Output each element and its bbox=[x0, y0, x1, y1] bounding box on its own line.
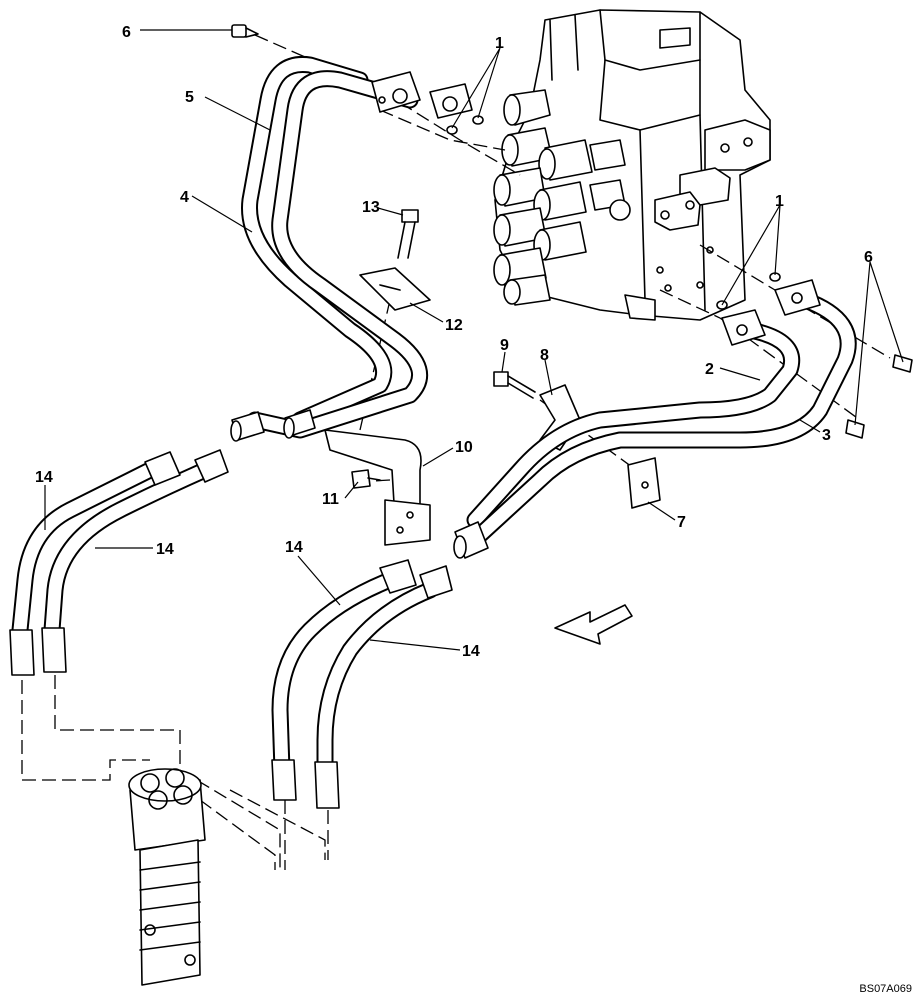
callout-6-top: 6 bbox=[122, 24, 131, 41]
control-valve-assembly bbox=[493, 9, 771, 321]
bolt-11 bbox=[351, 469, 381, 489]
callout-14-a: 14 bbox=[35, 469, 53, 486]
leader-lines bbox=[44, 29, 904, 651]
callout-4: 4 bbox=[180, 189, 189, 206]
plate-7 bbox=[627, 457, 661, 509]
callout-1-right: 1 bbox=[775, 193, 784, 210]
callout-10: 10 bbox=[455, 439, 473, 456]
callout-8: 8 bbox=[540, 347, 549, 364]
callout-14-b: 14 bbox=[156, 541, 174, 558]
bolt-9 bbox=[493, 371, 536, 399]
callout-11: 11 bbox=[322, 491, 339, 508]
callout-2: 2 bbox=[705, 361, 714, 378]
front-direction-arrow bbox=[554, 604, 633, 645]
bolt-6-top bbox=[231, 24, 259, 38]
hoses-14 bbox=[9, 449, 453, 809]
bracket-10 bbox=[324, 429, 431, 546]
callout-1-top: 1 bbox=[495, 35, 504, 52]
swivel-joint bbox=[128, 768, 206, 986]
tube-4-5 bbox=[230, 55, 428, 442]
callout-14-c: 14 bbox=[285, 539, 303, 556]
drawing-reference: BS07A069 bbox=[859, 983, 912, 995]
callout-7: 7 bbox=[677, 514, 686, 531]
bolts-6-right bbox=[845, 354, 913, 439]
flange-pair-top bbox=[371, 71, 484, 135]
callout-12: 12 bbox=[445, 317, 463, 334]
tube-2-3 bbox=[453, 291, 857, 559]
callout-3: 3 bbox=[822, 427, 831, 444]
bolt-13 bbox=[397, 209, 419, 259]
clamp-12 bbox=[359, 267, 431, 311]
callout-14-d: 14 bbox=[462, 643, 480, 660]
callout-9: 9 bbox=[500, 337, 509, 354]
flange-pair-right bbox=[716, 272, 821, 346]
callout-13: 13 bbox=[362, 199, 380, 216]
callout-5: 5 bbox=[185, 89, 194, 106]
spool-caps bbox=[493, 89, 656, 321]
callout-labels: 6 1 5 4 13 12 1 6 2 3 9 8 10 11 7 14 14 … bbox=[35, 24, 873, 660]
callout-6-right: 6 bbox=[864, 249, 873, 266]
